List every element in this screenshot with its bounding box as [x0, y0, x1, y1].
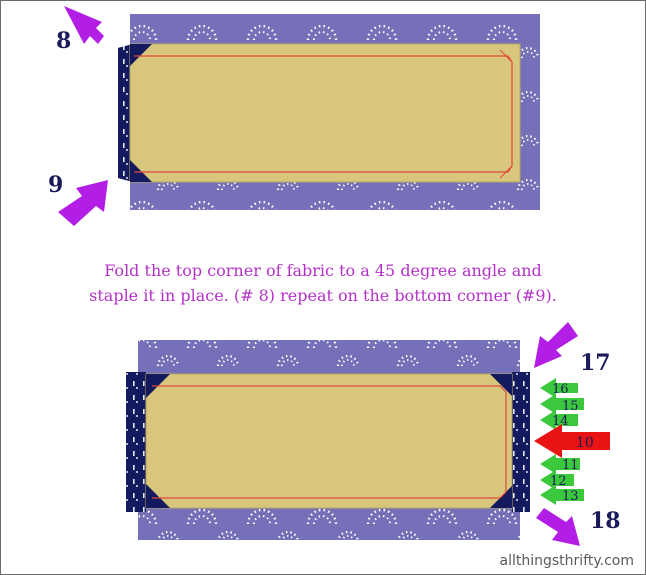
arrow-icon: 10	[534, 424, 610, 458]
board-panel-1	[129, 43, 521, 183]
corner-fold-top-right	[490, 374, 512, 396]
staple-line	[134, 55, 513, 173]
step-number-8: 8	[56, 28, 71, 54]
step-number-16: 16	[552, 382, 569, 397]
caption-line-2: staple it in place. (# 8) repeat on the …	[89, 286, 557, 305]
fabric-bottom-band	[138, 506, 520, 540]
watermark: allthingsthrifty.com	[499, 553, 634, 569]
step-number-14: 14	[552, 414, 569, 429]
board-panel-2	[145, 373, 513, 509]
arrow-icon	[534, 322, 578, 368]
step-number-13: 13	[562, 489, 579, 504]
folded-fabric-right	[512, 372, 530, 512]
folded-fabric-left	[118, 44, 133, 182]
arrow-icon: 12	[540, 470, 574, 490]
instruction-caption: Fold the top corner of fabric to a 45 de…	[40, 258, 606, 308]
step-number-10: 10	[576, 435, 594, 451]
arrow-icon: 15	[540, 394, 584, 414]
arrow-icon: 13	[540, 485, 584, 505]
staple-line	[499, 49, 513, 179]
arrow-icon	[64, 6, 104, 44]
corner-fold-bottom-left	[130, 160, 152, 182]
step-number-12: 12	[550, 474, 567, 489]
arrow-icon: 14	[540, 410, 578, 430]
step-number-9: 9	[48, 172, 63, 198]
arrow-icon: 11	[540, 454, 580, 474]
arrow-icon: 16	[540, 378, 578, 398]
panel-2	[126, 340, 530, 540]
step-number-15: 15	[562, 399, 579, 414]
staple-line	[152, 385, 507, 499]
corner-fold-bottom-left	[146, 484, 170, 508]
folded-fabric-left	[126, 372, 146, 512]
arrow-icon	[58, 180, 108, 226]
arrow-icon	[536, 508, 580, 546]
panel-1	[118, 14, 540, 210]
corner-fold-top-left	[130, 44, 152, 66]
step-number-17: 17	[580, 350, 611, 376]
step-number-18: 18	[590, 508, 621, 534]
caption-line-1: Fold the top corner of fabric to a 45 de…	[104, 261, 542, 280]
step-number-11: 11	[562, 458, 579, 473]
